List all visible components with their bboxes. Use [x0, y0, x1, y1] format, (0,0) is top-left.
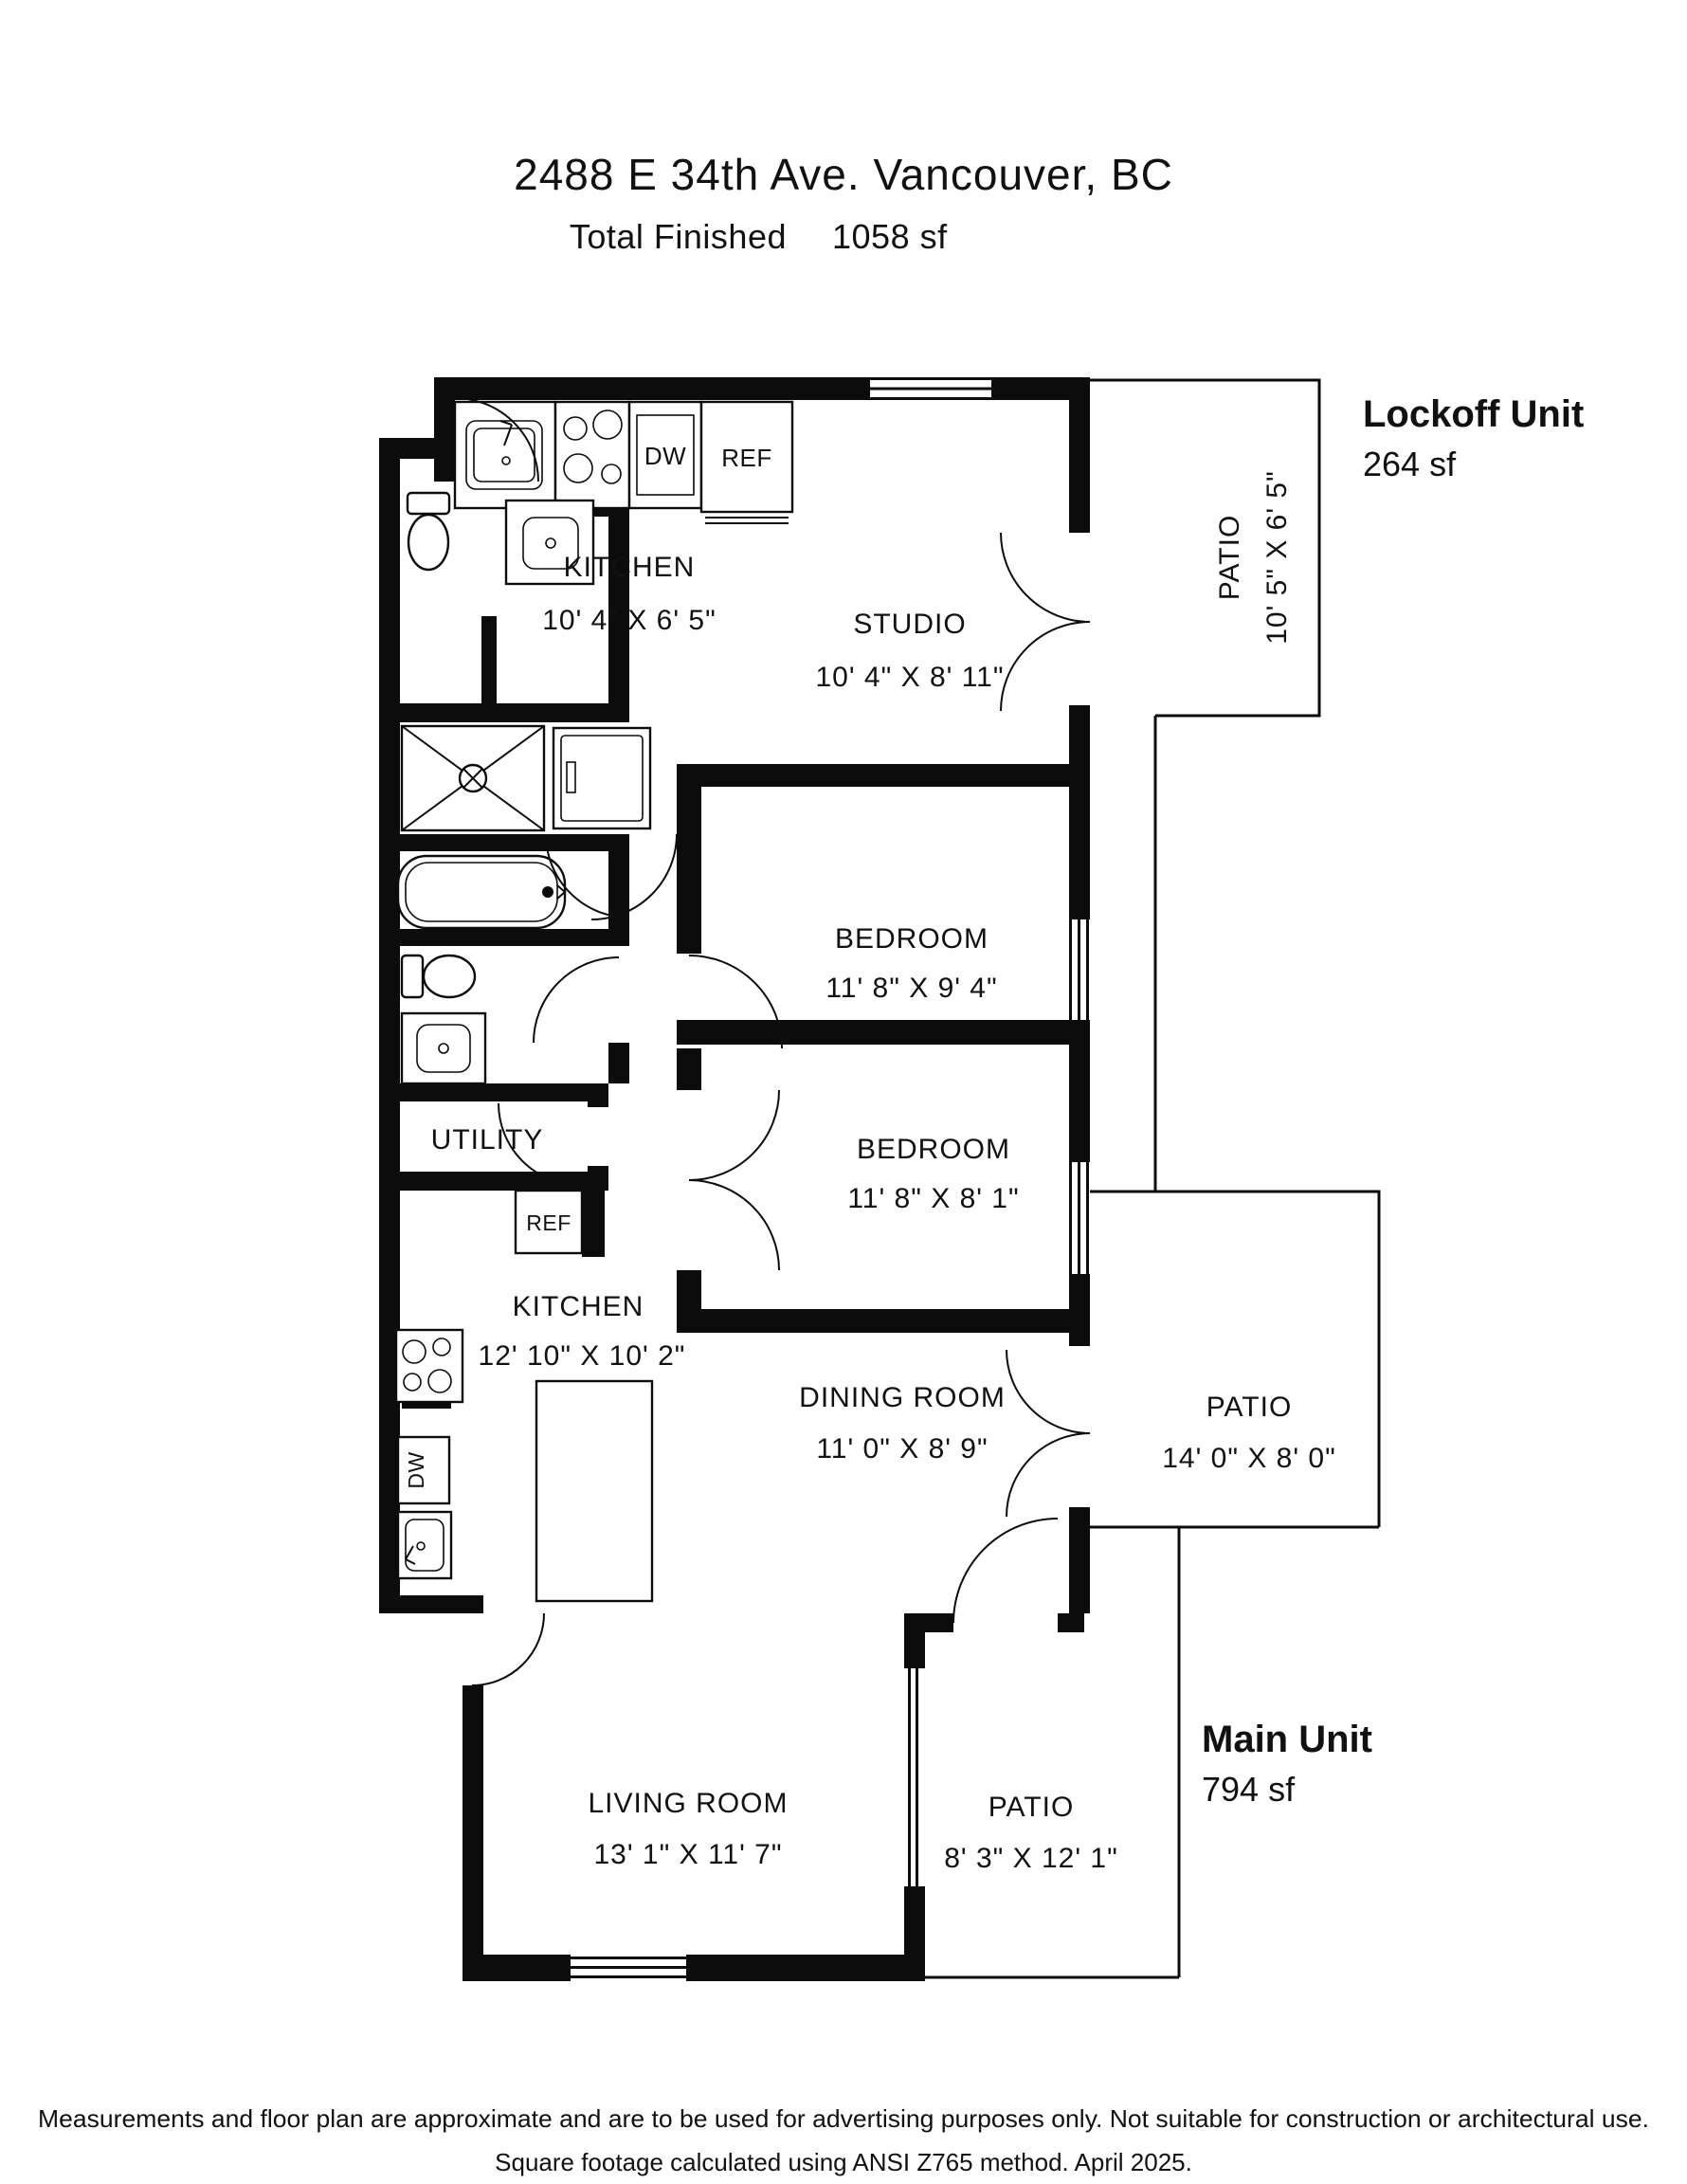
toilet-icon — [406, 491, 451, 572]
window-icon — [870, 377, 991, 400]
room-dims-main-patio: 14' 0" X 8' 0" — [1162, 1443, 1336, 1474]
bathtub-icon — [396, 854, 567, 930]
door-arc — [952, 1518, 1059, 1624]
lockoff-unit-name: Lockoff Unit — [1363, 393, 1584, 435]
footer-method: Square footage calculated using ANSI Z76… — [495, 2148, 1192, 2176]
lockoff-unit-area: 264 sf — [1363, 445, 1457, 483]
room-label-utility: UTILITY — [431, 1124, 544, 1156]
dishwasher-box — [396, 1435, 451, 1505]
walls — [379, 377, 1090, 1981]
room-label-lower-patio: PATIO — [989, 1792, 1075, 1823]
window-icon — [1067, 1162, 1092, 1274]
room-dims-lower-patio: 8' 3" X 12' 1" — [944, 1843, 1118, 1874]
door-arc — [1006, 1349, 1091, 1434]
door-arcs — [454, 397, 1091, 1686]
shower-icon — [400, 724, 546, 832]
fridge-box — [514, 1189, 584, 1255]
room-dims-lockoff-patio: 10' 5" X 6' 5" — [1261, 470, 1293, 645]
total-finished-value: 1058 sf — [832, 217, 948, 256]
door-arc — [1000, 621, 1091, 712]
room-dims-main-kitchen: 12' 10" X 10' 2" — [479, 1340, 686, 1372]
room-dims-living: 13' 1" X 11' 7" — [594, 1839, 783, 1870]
fridge-label: REF — [526, 1210, 571, 1235]
room-label-main-patio: PATIO — [1206, 1392, 1293, 1423]
door-arc — [498, 1102, 581, 1186]
room-label-bedroom-2: BEDROOM — [857, 1134, 1010, 1165]
room-label-lockoff-kitchen: KITCHEN — [564, 552, 696, 583]
kitchen-sink-icon — [396, 1510, 453, 1580]
door-arc — [590, 833, 678, 920]
window-icon — [571, 1955, 686, 1981]
toilet-icon — [400, 954, 477, 999]
total-finished-label: Total Finished — [570, 217, 787, 256]
fridge-label: REF — [721, 444, 772, 472]
door-arc — [545, 833, 630, 919]
room-dims-bedroom-1: 11' 8" X 9' 4" — [825, 973, 997, 1004]
footer-disclaimer: Measurements and floor plan are approxim… — [38, 2104, 1649, 2133]
room-dims-studio: 10' 4" X 8' 11" — [816, 662, 1005, 693]
window-icon — [1067, 919, 1092, 1020]
stove-icon — [394, 1328, 464, 1409]
main-unit-area: 794 sf — [1202, 1770, 1296, 1809]
door-arc — [688, 1089, 780, 1181]
room-label-studio: STUDIO — [853, 609, 966, 640]
room-label-bedroom-1: BEDROOM — [835, 923, 989, 955]
room-dims-bedroom-2: 11' 8" X 8' 1" — [847, 1183, 1019, 1214]
door-arc — [533, 956, 620, 1044]
unit-boundary — [925, 378, 1381, 1979]
bathroom-sink-icon — [504, 499, 595, 586]
sliding-door-icon — [908, 1668, 918, 1886]
door-arc — [454, 397, 539, 482]
room-label-lockoff-patio: PATIO — [1214, 515, 1245, 601]
fridge-box — [699, 400, 794, 524]
room-label-living: LIVING ROOM — [588, 1788, 788, 1819]
windows — [571, 377, 1092, 1981]
dishwasher-box — [627, 400, 703, 510]
room-label-dining: DINING ROOM — [799, 1382, 1006, 1413]
room-label-main-kitchen: KITCHEN — [513, 1291, 644, 1322]
kitchen-island — [535, 1379, 654, 1603]
room-dims-dining: 11' 0" X 8' 9" — [816, 1433, 988, 1465]
bathroom-sink-icon — [400, 1011, 487, 1085]
page-title: 2488 E 34th Ave. Vancouver, BC — [514, 150, 1173, 199]
door-arc — [1000, 532, 1091, 623]
main-unit-name: Main Unit — [1202, 1719, 1372, 1760]
kitchen-sink-icon — [453, 400, 557, 510]
dishwasher-label: DW — [404, 1451, 428, 1488]
door-arc — [688, 1179, 780, 1271]
room-dims-lockoff-kitchen: 10' 4" X 6' 5" — [542, 605, 717, 636]
door-arc — [471, 1612, 545, 1686]
door-arc — [1006, 1432, 1091, 1518]
dishwasher-label: DW — [644, 442, 686, 470]
door-arc — [688, 955, 783, 1049]
washer-icon — [552, 726, 652, 830]
